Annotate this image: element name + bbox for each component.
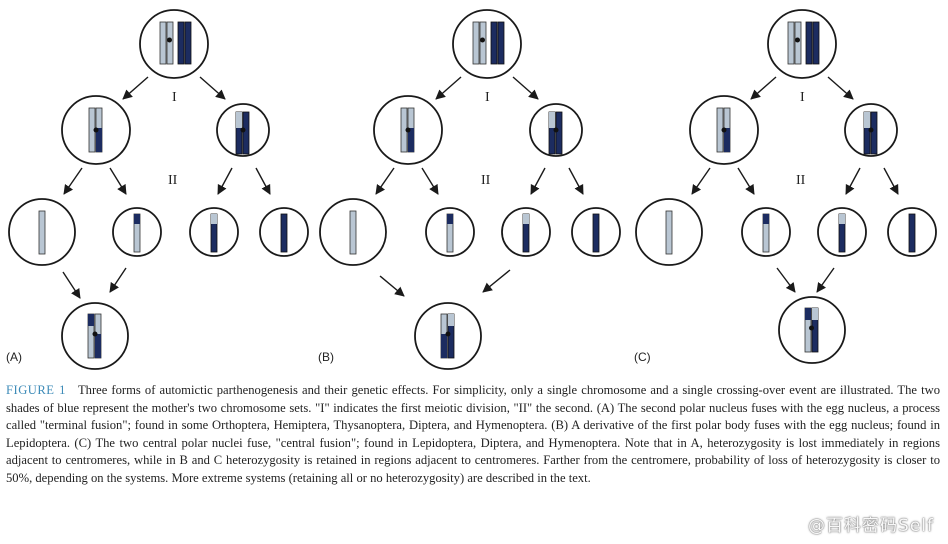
panel-c-tertiary-cell-3 (817, 207, 867, 257)
panel-b: I II (B) (318, 9, 621, 370)
panel-a-tertiary-cell-3 (189, 207, 239, 257)
chromosome-light (159, 21, 167, 65)
panel-label-a: (A) (6, 350, 22, 364)
caption-text: Three forms of automictic parthenogenesi… (6, 383, 941, 485)
division-label-2: II (168, 173, 178, 188)
panel-a: I II (A) (6, 9, 309, 370)
figure-caption: FIGURE 1 Three forms of automictic parth… (6, 382, 940, 487)
panel-b-fused-nucleus (414, 302, 482, 370)
panel-b-secondary-cell-2 (529, 103, 583, 157)
panel-b-parent-cell (452, 9, 522, 79)
panel-b-tertiary-cell-2 (425, 207, 475, 257)
panel-a-tertiary-cell-2 (112, 207, 162, 257)
panel-c-tertiary-cell-4 (887, 207, 937, 257)
division-label-2: II (481, 173, 491, 188)
panel-a-tertiary-cell-1 (8, 198, 76, 266)
panel-b-tertiary-cell-4 (571, 207, 621, 257)
parthenogenesis-diagram: I II (A) (6, 9, 937, 370)
watermark: @百科密码Self (808, 516, 934, 536)
division-label-1: I (800, 90, 805, 105)
panel-c-tertiary-cell-1 (635, 198, 703, 266)
panel-a-secondary-cell-1 (61, 95, 131, 165)
chromosome-dark (184, 21, 192, 65)
panel-c-tertiary-cell-2 (741, 207, 791, 257)
division-label-2: II (796, 173, 806, 188)
panel-c-secondary-cell-2 (844, 103, 898, 157)
panel-c: I II (C) (634, 9, 937, 364)
panel-c-fused-nucleus (778, 296, 846, 364)
panel-label-b: (B) (318, 350, 334, 364)
figure-label: FIGURE 1 (6, 383, 66, 397)
panel-a-parent-cell (139, 9, 209, 79)
panel-label-c: (C) (634, 350, 651, 364)
division-label-1: I (485, 90, 490, 105)
chromosome-light (166, 21, 174, 65)
panel-b-tertiary-cell-1 (319, 198, 387, 266)
panel-a-fused-nucleus (61, 302, 129, 370)
panel-b-tertiary-cell-3 (501, 207, 551, 257)
panel-c-secondary-cell-1 (689, 95, 759, 165)
panel-a-secondary-cell-2 (216, 103, 270, 157)
panel-b-secondary-cell-1 (373, 95, 443, 165)
division-label-1: I (172, 90, 177, 105)
panel-a-tertiary-cell-4 (259, 207, 309, 257)
chromosome-dark (177, 21, 185, 65)
centromere (167, 37, 172, 43)
panel-c-parent-cell (767, 9, 837, 79)
